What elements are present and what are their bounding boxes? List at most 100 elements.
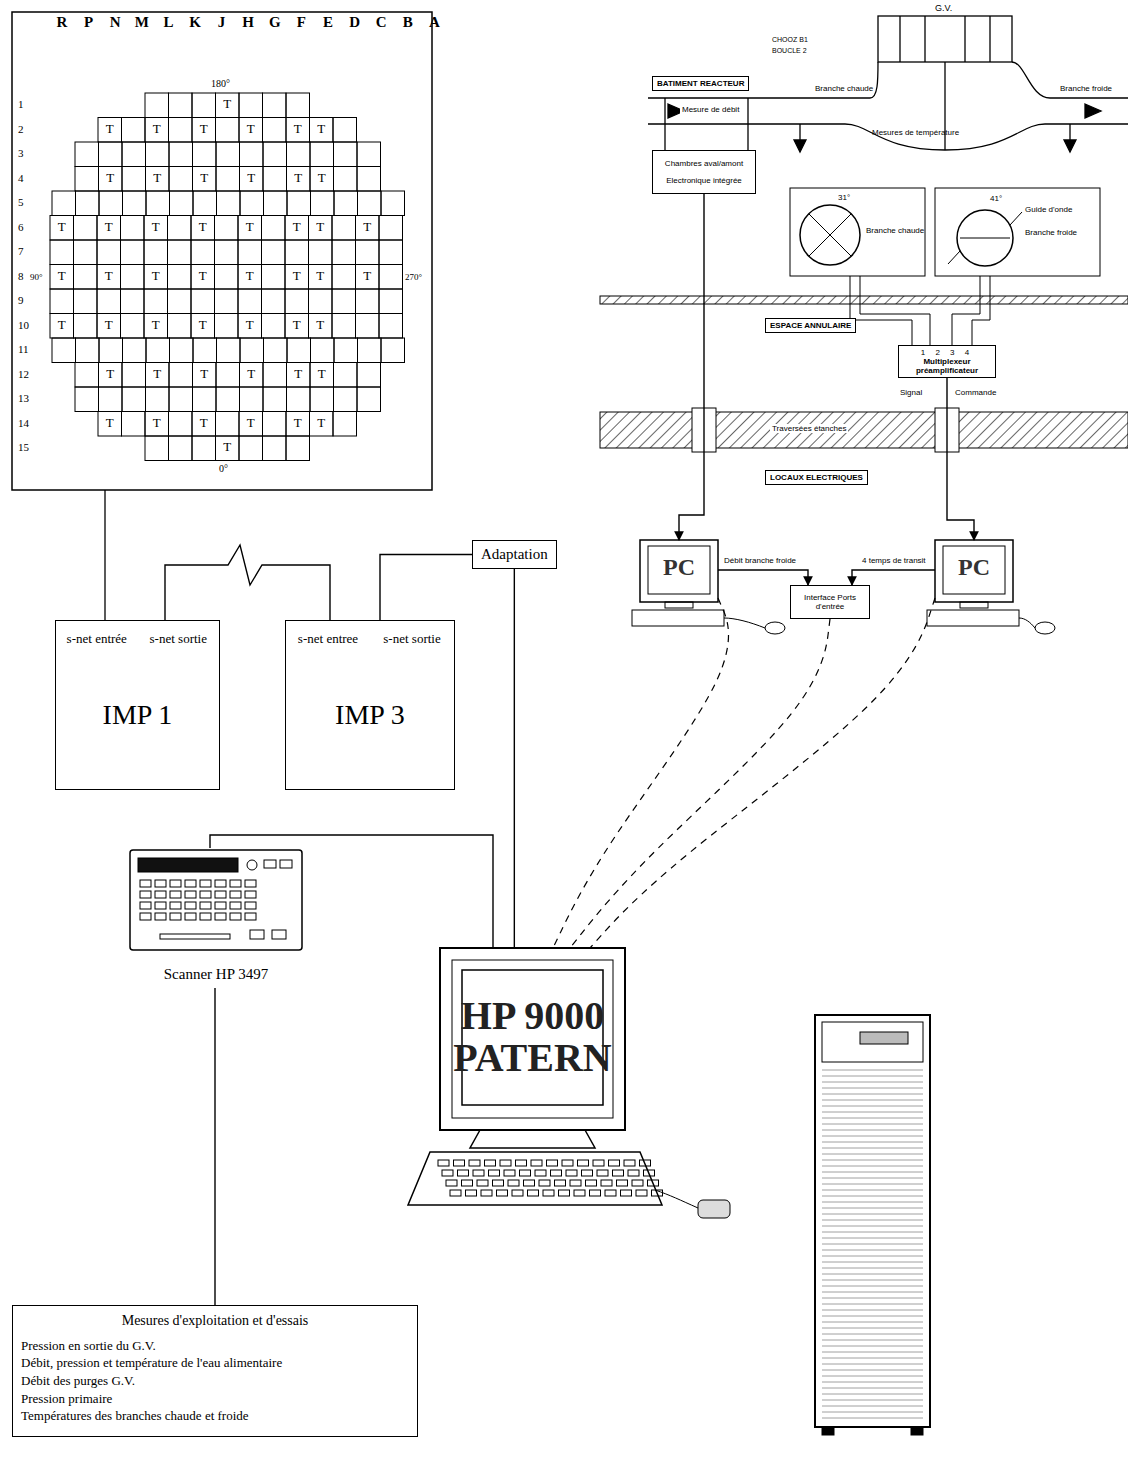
row-number: 13 [18, 392, 29, 405]
thermocouple-mark: T [287, 171, 311, 186]
thermocouple-mark: T [238, 269, 262, 284]
node-text: Températures des branches chaude et froi… [21, 1407, 409, 1425]
node-text: Pression primaire [21, 1390, 409, 1408]
column-letter: K [187, 14, 203, 31]
thermocouple-mark: T [144, 220, 168, 235]
thermocouple-mark: T [309, 220, 333, 235]
annotation: BOUCLE 2 [772, 47, 807, 55]
node-text: 1 2 3 4 [902, 348, 992, 357]
thermocouple-mark: T [191, 318, 215, 333]
thermocouple-mark: T [310, 171, 334, 186]
column-letter: E [320, 14, 336, 31]
column-letter: F [293, 14, 309, 31]
row-number: 6 [18, 221, 24, 234]
annotation: Traversées étanches [770, 424, 848, 433]
node-text: s-net entrée [56, 631, 138, 647]
annotation: 41° [990, 194, 1002, 203]
connector [718, 570, 808, 585]
flow-sensor-box: Chambres aval/amontElectronique intégrée [652, 150, 756, 194]
column-letter: G [267, 14, 283, 31]
annotation: CHOOZ B1 [772, 36, 808, 44]
server-rack [815, 1015, 930, 1435]
row-number: 8 [18, 270, 24, 283]
connector [852, 570, 935, 585]
thermocouple-mark: T [98, 122, 122, 137]
annotation: Mesures de température [872, 128, 959, 137]
thermocouple-mark: T [239, 122, 263, 137]
thermocouple-mark: T [239, 416, 263, 431]
thermocouple-mark: T [285, 318, 309, 333]
node-text: Débit des purges G.V. [21, 1372, 409, 1390]
thermocouple-mark: T [286, 122, 310, 137]
thermocouple-mark: T [192, 416, 216, 431]
thermocouple-mark: T [97, 269, 121, 284]
wire [104, 490, 105, 620]
thermocouple-mark: T [145, 122, 169, 137]
row-number: 14 [18, 417, 29, 430]
area-tag: LOCAUX ELECTRIQUES [765, 470, 868, 485]
column-letter: L [160, 14, 176, 31]
thermocouple-mark: T [285, 220, 309, 235]
column-letter: J [214, 14, 230, 31]
column-letter: A [426, 14, 442, 31]
thermocouple-mark: T [309, 318, 333, 333]
column-letter: N [107, 14, 123, 31]
connector [679, 194, 704, 540]
column-letter: B [400, 14, 416, 31]
thermocouple-mark: T [191, 269, 215, 284]
thermocouple-mark: T [50, 220, 74, 235]
node-text: Pression en sortie du G.V. [21, 1337, 409, 1355]
thermocouple-mark: T [193, 367, 217, 382]
connector [380, 555, 472, 621]
row-number: 1 [18, 98, 24, 111]
row-number: 3 [18, 147, 24, 160]
imp-box: s-net entrées-net sortieIMP 1 [55, 620, 220, 790]
annotation: Guide d'onde [1025, 205, 1072, 214]
row-number: 2 [18, 123, 24, 136]
connector [214, 988, 215, 1305]
thermocouple-mark: T [310, 122, 334, 137]
thermocouple-mark: T [98, 416, 122, 431]
area-tag: ESPACE ANNULAIRE [765, 318, 856, 333]
pc-drawing [632, 540, 1055, 634]
thermocouple-mark: T [192, 122, 216, 137]
thermocouple-mark: T [50, 318, 74, 333]
thermocouple-mark: T [238, 318, 262, 333]
thermocouple-mark: T [309, 269, 333, 284]
thermocouple-mark: T [356, 220, 380, 235]
thermocouple-mark: T [240, 367, 264, 382]
connector [947, 378, 974, 540]
thermocouple-mark: T [97, 318, 121, 333]
edge-label: 4 temps de transit [860, 556, 928, 565]
thermocouple-mark: T [146, 367, 170, 382]
workstation-screen: HP 9000 PATERN [440, 948, 625, 1130]
node-text: s-net entree [286, 631, 370, 647]
interface-box: Interface Ports d'entrée [790, 585, 870, 619]
column-letter: D [347, 14, 363, 31]
angle-label: 180° [211, 78, 230, 90]
column-letter: P [81, 14, 97, 31]
row-number: 4 [18, 172, 24, 185]
angle-label: 270° [405, 272, 422, 282]
annotation: Branche chaude [815, 84, 873, 93]
row-number: 7 [18, 245, 24, 258]
pc-screen: PC [640, 540, 718, 602]
node-text: Scanner HP 3497 [128, 966, 304, 983]
row-number: 9 [18, 294, 24, 307]
walls [600, 296, 1128, 452]
node-text: Chambres aval/amont [656, 159, 752, 168]
data-link [570, 619, 830, 948]
thermocouple-mark: T [50, 269, 74, 284]
column-letter: R [54, 14, 70, 31]
data-link [553, 598, 729, 948]
annotation: Signal [900, 388, 922, 397]
thermocouple-mark: T [356, 269, 380, 284]
row-number: 10 [18, 319, 29, 332]
annotation: G.V. [935, 3, 952, 13]
node-text: PC [935, 554, 1013, 581]
measurement-list: Mesures d'exploitation et d'essaisPressi… [12, 1305, 418, 1437]
annotation: Branche froide [1060, 84, 1112, 93]
column-letter: H [240, 14, 256, 31]
thermocouple-mark: T [193, 171, 217, 186]
edge-label: Débit branche froide [722, 556, 798, 565]
